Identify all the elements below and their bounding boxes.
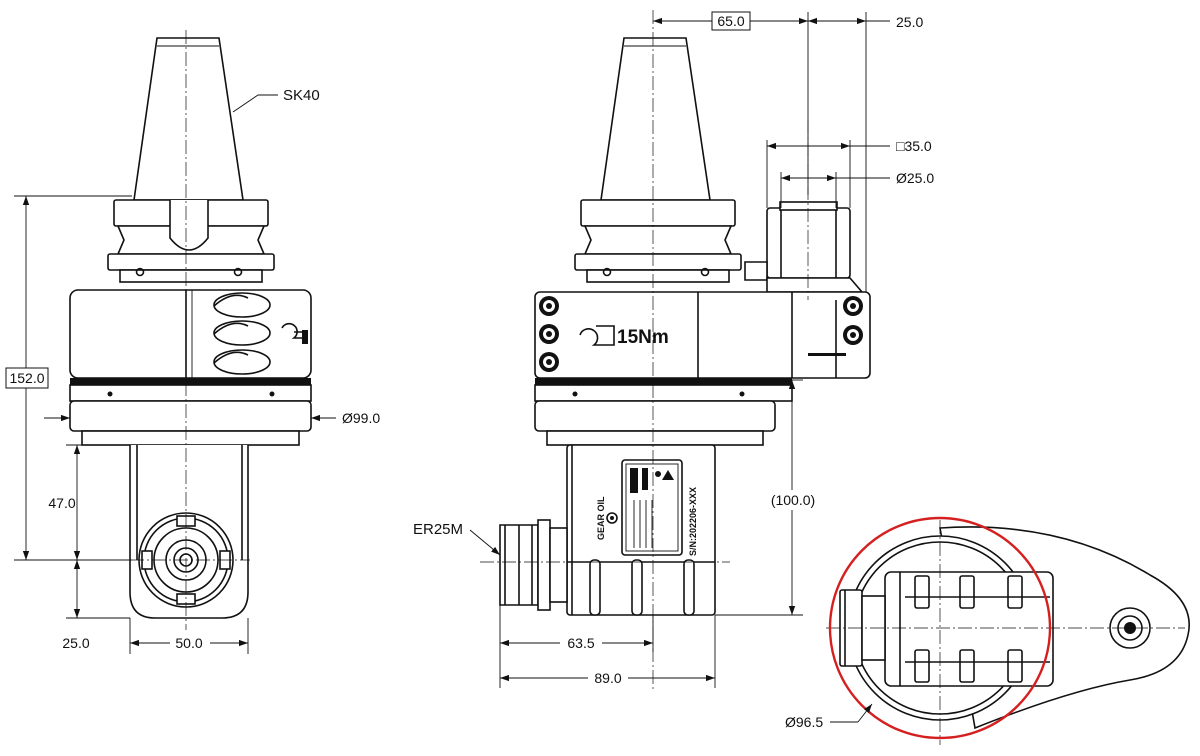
side-stop-block: [766, 207, 851, 279]
bolt-icon: [539, 296, 559, 372]
bottom-housing: [884, 571, 1054, 687]
wrench-icon: [579, 325, 615, 346]
front-key-slot: [169, 200, 209, 251]
highlight-circle: [828, 516, 1052, 740]
label-torque: 15Nm: [617, 327, 669, 348]
dim-side-height: (100.0): [771, 492, 815, 508]
bottom-view: Ø96.5: [785, 516, 1190, 745]
label-serial: S/N:202206-XXX: [688, 487, 698, 556]
side-taper: [600, 37, 711, 201]
label-collet: ER25M: [413, 521, 463, 538]
dim-offset-25: 25.0: [896, 14, 923, 30]
side-body: [534, 291, 871, 379]
label-taper: SK40: [283, 87, 320, 104]
front-view: [69, 30, 312, 630]
side-dimensions: 65.0 25.0 □35.0 Ø25.0 (100.0) 63.5 89.0 …: [413, 11, 934, 688]
dim-offset-65: 65.0: [717, 13, 744, 29]
side-view: 15Nm S/N:202206-XXX GEAR OIL: [480, 10, 871, 690]
dim-spindle-height: 47.0: [48, 495, 75, 511]
front-taper: [133, 37, 244, 201]
dim-overall-height: 152.0: [9, 370, 44, 386]
dim-bottom-offset: 25.0: [62, 635, 89, 651]
dim-square: □35.0: [896, 138, 932, 154]
dim-depth-89: 89.0: [594, 670, 621, 686]
dim-depth-63: 63.5: [567, 635, 594, 651]
wrench-icon: [281, 322, 307, 339]
label-gear-oil: GEAR OIL: [596, 496, 606, 540]
front-dimensions: SK40 152.0 Ø99.0 47.0 25.0 50.0: [5, 87, 380, 654]
bolt-icon: [843, 296, 863, 345]
front-lower-body: [69, 400, 312, 432]
dim-stop-diameter: Ø25.0: [896, 170, 934, 186]
front-body: [69, 289, 312, 379]
dim-width: 50.0: [175, 635, 202, 651]
dim-body-diameter: Ø99.0: [342, 410, 380, 426]
dim-swing-diameter: Ø96.5: [785, 714, 823, 730]
